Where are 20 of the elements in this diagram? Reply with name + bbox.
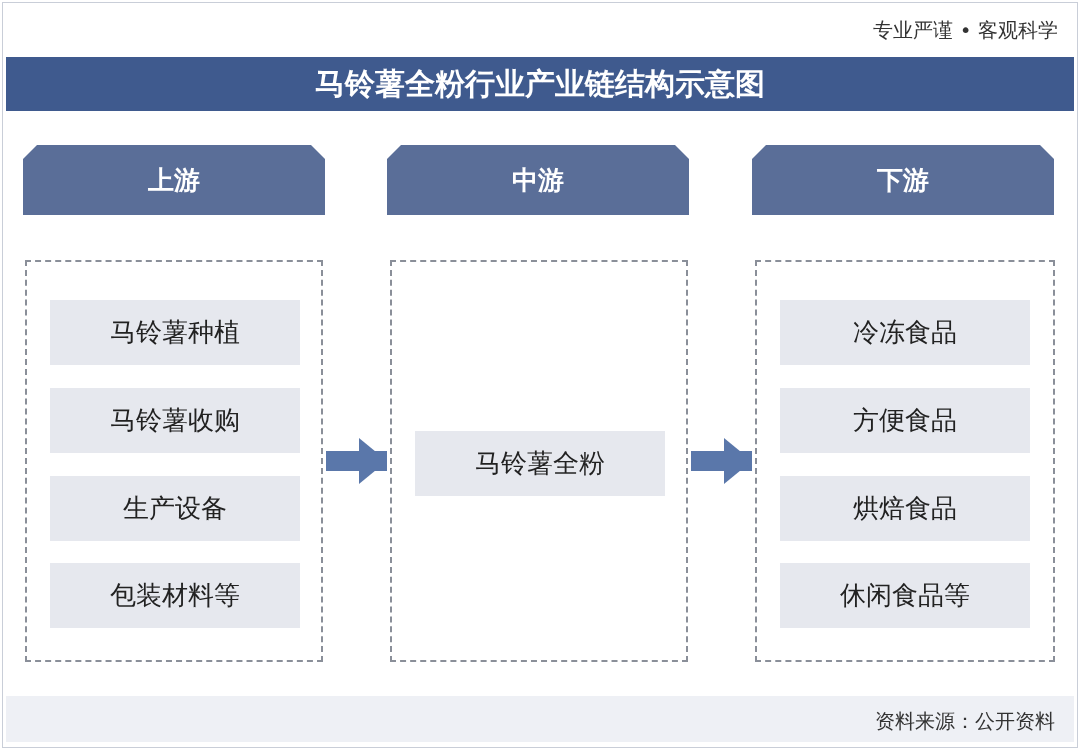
dashed-container (390, 260, 688, 662)
arrow (326, 438, 387, 484)
item-box: 马铃薯全粉 (415, 430, 665, 496)
dashed-container (25, 260, 323, 662)
item-box: 方便食品 (780, 388, 1030, 453)
source-note: 资料来源：公开资料 (874, 708, 1055, 735)
item-box: 包装材料等 (50, 563, 300, 628)
dashed-container (755, 260, 1055, 662)
item-box: 马铃薯收购 (50, 388, 300, 453)
header-tab: 上游 (23, 145, 325, 215)
item-box: 冷冻食品 (780, 300, 1030, 365)
item-box: 生产设备 (50, 476, 300, 541)
header-tab: 中游 (387, 145, 689, 215)
item-box: 烘焙食品 (780, 476, 1030, 541)
slogan: 专业严谨 • 客观科学 (872, 17, 1058, 44)
arrow (691, 438, 752, 484)
title: 马铃薯全粉行业产业链结构示意图 (314, 65, 766, 103)
header-tab: 下游 (752, 145, 1054, 215)
item-box: 马铃薯种植 (50, 300, 300, 365)
item-box: 休闲食品等 (780, 563, 1030, 628)
